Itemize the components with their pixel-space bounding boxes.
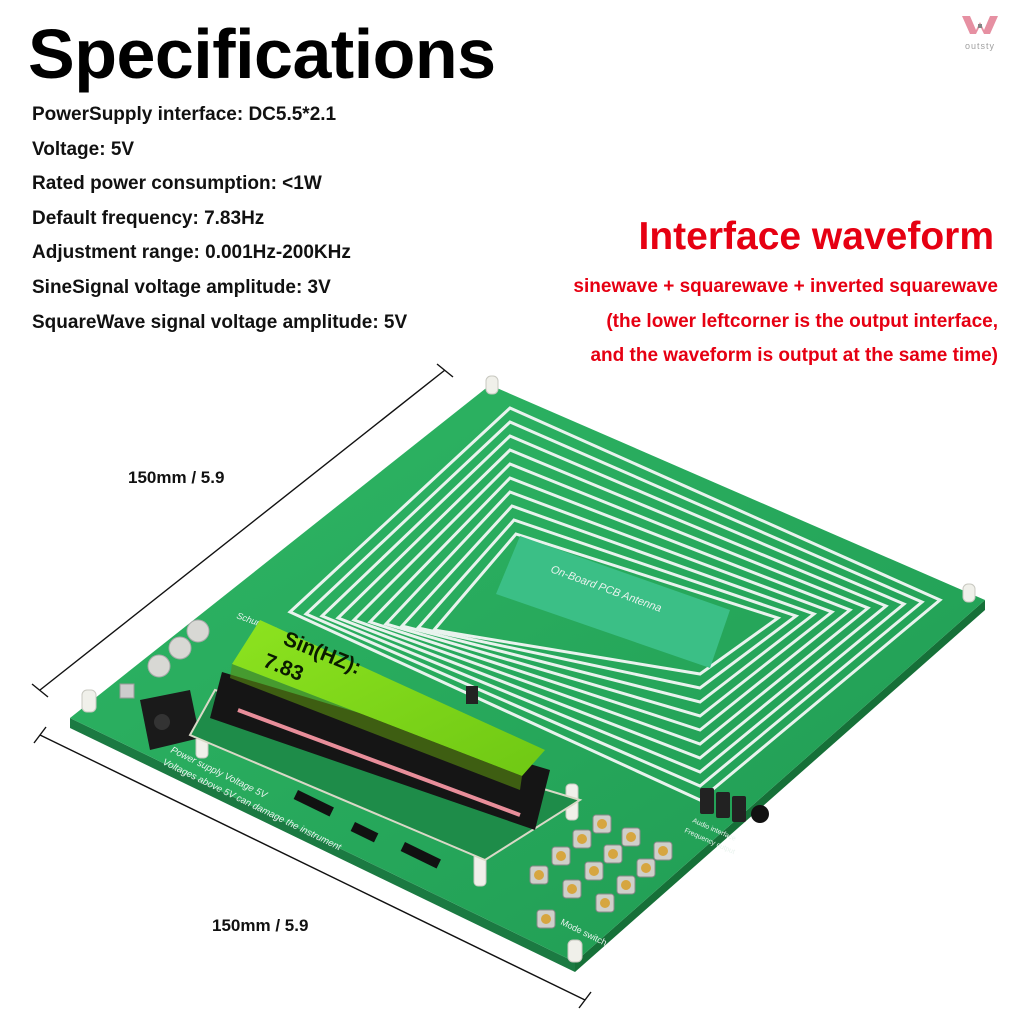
brand-logo-icon (962, 16, 998, 34)
key-9 (616, 875, 636, 895)
lcd-module (210, 620, 550, 830)
dimension-depth-label: 150mm / 5.9 (212, 916, 309, 935)
page-title: Specifications (28, 15, 496, 93)
spec-item-default-frequency: Default frequency: 7.83Hz (32, 207, 265, 229)
key-3 (653, 841, 673, 861)
spec-item-power-interface: PowerSupply interface: DC5.5*2.1 (32, 104, 337, 125)
key-5 (603, 844, 623, 864)
key-7 (551, 846, 571, 866)
spec-item-power-consumption: Rated power consumption: <1W (32, 173, 322, 195)
key-mode (536, 909, 556, 929)
antenna-center-pad (496, 536, 730, 668)
key-4 (572, 829, 592, 849)
keypad (529, 814, 673, 929)
pin-headers (293, 790, 441, 869)
key-8 (584, 861, 604, 881)
dimension-line-width (31, 363, 454, 698)
brand-logo-text: outsty (964, 41, 995, 51)
spec-item-voltage: Voltage: 5V (32, 138, 135, 160)
audio-jacks (700, 788, 769, 823)
pcb-antenna-spiral (287, 406, 943, 802)
pcb-board-edge (70, 718, 575, 972)
key-2 (621, 827, 641, 847)
spec-item-square-amplitude: SquareWave signal voltage amplitude: 5V (32, 311, 408, 333)
spec-item-sine-amplitude: SineSignal voltage amplitude: 3V (32, 276, 331, 298)
dimension-width-label: 150mm / 5.9 (128, 468, 225, 487)
spec-item-adjustment-range: Adjustment range: 0.001Hz-200KHz (32, 242, 351, 264)
interface-waveform-title: Interface waveform (638, 215, 994, 258)
spec-list: PowerSupply interface: DC5.5*2.1 Voltage… (32, 98, 407, 340)
key-dot (595, 893, 615, 913)
slide-switch (466, 686, 478, 704)
key-0 (562, 879, 582, 899)
brand-logo: outsty (950, 12, 1010, 52)
key-1 (592, 814, 612, 834)
dc-power-jack (140, 690, 200, 750)
output-pads (119, 619, 210, 699)
dimension-line-depth (33, 726, 592, 1009)
key-ok (529, 865, 549, 885)
key-6 (636, 858, 656, 878)
interface-waveform-description: sinewave + squarewave + inverted squarew… (573, 276, 998, 366)
